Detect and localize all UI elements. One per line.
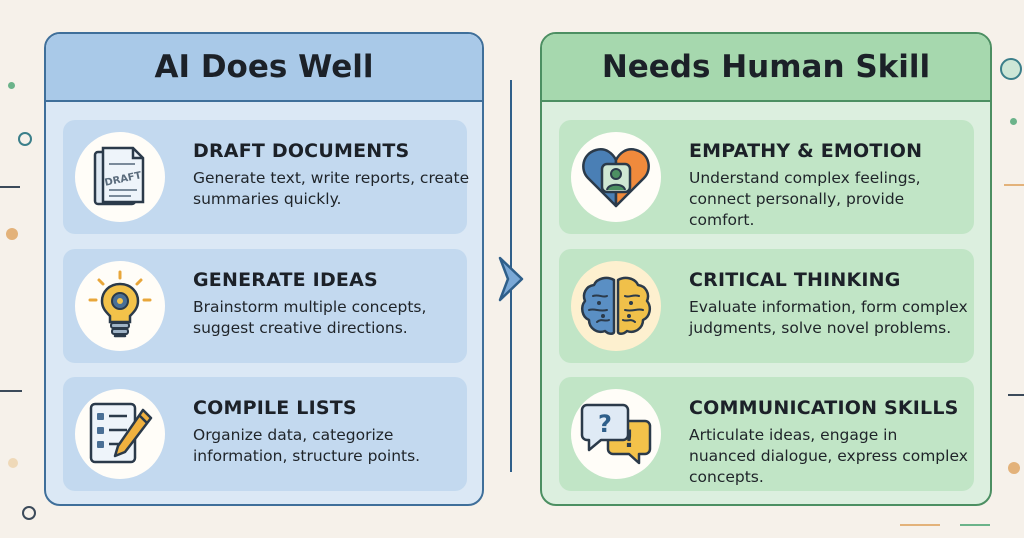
brain-icon: [580, 276, 652, 335]
decor-line: [1004, 184, 1024, 186]
lightbulb-icon: [88, 270, 152, 338]
card-critical-thinking: CRITICAL THINKING Evaluate information, …: [559, 249, 974, 363]
decor-dot: [1010, 118, 1017, 125]
card-description: Understand complex feelings, connect per…: [689, 169, 921, 229]
card-title: DRAFT DOCUMENTS: [193, 140, 410, 162]
panel-title: Needs Human Skill: [542, 34, 990, 102]
heart-person-icon: [582, 148, 650, 208]
document-icon: DRAFT: [93, 146, 145, 206]
decor-line: [900, 524, 940, 526]
card-title: COMMUNICATION SKILLS: [689, 397, 959, 419]
card-description: Evaluate information, form complex judgm…: [689, 298, 968, 337]
decor-dot: [8, 458, 18, 468]
panel-title: AI Does Well: [46, 34, 482, 102]
decor-dot: [8, 82, 15, 89]
card-description: Organize data, categorize information, s…: [193, 426, 421, 465]
decor-line: [0, 390, 22, 392]
card-title: COMPILE LISTS: [193, 397, 357, 419]
card-description: Articulate ideas, engage in nuanced dial…: [689, 426, 968, 486]
speech-bubbles-icon: ! ?: [580, 403, 652, 465]
card-compile-lists: COMPILE LISTS Organize data, categorize …: [63, 377, 467, 491]
card-communication-skills: ! ? COMMUNICATION SKILLS Articulate idea…: [559, 377, 974, 491]
decor-line: [0, 186, 20, 188]
decor-ring: [1000, 58, 1022, 80]
ai-does-well-panel: AI Does Well DRAFT DRAFT DOCUMENTS Gener…: [44, 32, 484, 506]
svg-text:!: !: [624, 425, 635, 453]
decor-line: [960, 524, 990, 526]
needs-human-skill-panel: Needs Human Skill EMPATHY & EMOTION Unde…: [540, 32, 992, 506]
card-title: GENERATE IDEAS: [193, 269, 378, 291]
decor-dot: [1008, 462, 1020, 474]
card-title: EMPATHY & EMOTION: [689, 140, 923, 162]
card-description: Brainstorm multiple concepts, suggest cr…: [193, 298, 427, 337]
card-empathy-emotion: EMPATHY & EMOTION Understand complex fee…: [559, 120, 974, 234]
card-title: CRITICAL THINKING: [689, 269, 901, 291]
decor-ring: [18, 132, 32, 146]
card-generate-ideas: GENERATE IDEAS Brainstorm multiple conce…: [63, 249, 467, 363]
card-description: Generate text, write reports, create sum…: [193, 169, 470, 208]
card-draft-documents: DRAFT DRAFT DOCUMENTS Generate text, wri…: [63, 120, 469, 234]
decor-line: [1008, 394, 1024, 396]
checklist-icon: [89, 402, 153, 464]
chevron-right-icon: [498, 256, 524, 302]
decor-ring: [22, 506, 36, 520]
decor-dot: [6, 228, 18, 240]
svg-text:?: ?: [598, 410, 612, 438]
